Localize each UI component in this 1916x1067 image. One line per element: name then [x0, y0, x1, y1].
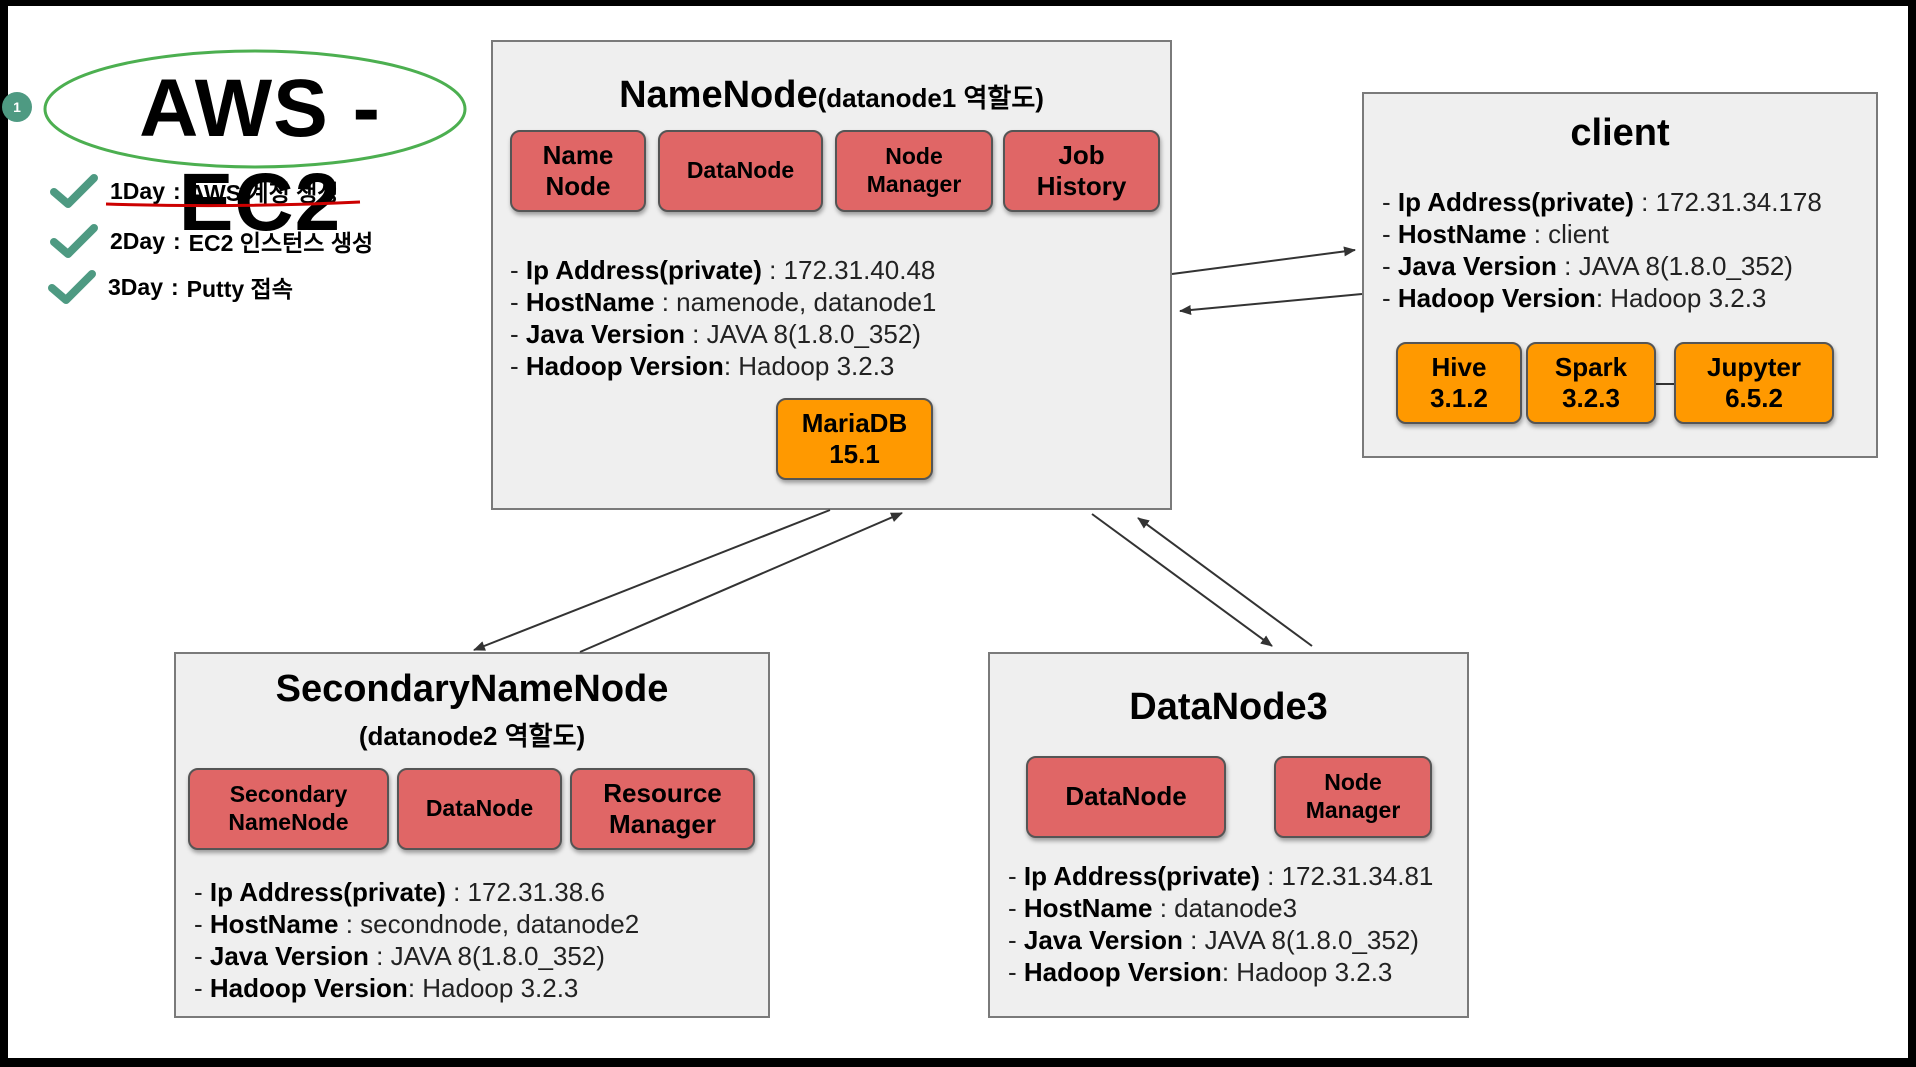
title-oval — [43, 49, 467, 169]
component-nodemanager: Node Manager — [1274, 756, 1432, 838]
namenode-info: - Ip Address(private) : 172.31.40.48 - H… — [510, 255, 937, 381]
secondary-title: SecondaryNameNode — [275, 668, 669, 710]
namenode-title: NameNode(datanode1 역할도) — [619, 74, 1044, 116]
client-title: client — [1570, 112, 1670, 154]
checklist-day: 3Day — [108, 273, 163, 300]
datanode3-info: - Ip Address(private) : 172.31.34.81 - H… — [1008, 861, 1434, 987]
component-namenode: Name Node — [510, 130, 646, 212]
checklist-text: EC2 인스턴스 생성 — [188, 230, 374, 256]
secondary-info: - Ip Address(private) : 172.31.38.6 - Ho… — [194, 877, 640, 1003]
client-box: client - Ip Address(private) : 172.31.34… — [1362, 92, 1878, 458]
component-datanode: DataNode — [658, 130, 823, 212]
checklist-text: Putty 접속 — [186, 276, 293, 302]
component-jobhistory: Job History — [1003, 130, 1160, 212]
checklist-day: 1Day — [110, 177, 165, 204]
component-nodemanager: Node Manager — [835, 130, 993, 212]
client-info: - Ip Address(private) : 172.31.34.178 - … — [1382, 187, 1822, 313]
component-secondary-namenode: Secondary NameNode — [188, 768, 389, 850]
checklist-item-2: 2Day:EC2 인스턴스 생성 — [50, 222, 373, 260]
check-icon — [50, 224, 98, 258]
namenode-box: NameNode(datanode1 역할도) Name Node DataNo… — [491, 40, 1172, 510]
checklist-underline — [105, 200, 361, 208]
step-badge: 1 — [2, 92, 32, 122]
component-resourcemanager: Resource Manager — [570, 768, 755, 850]
component-datanode: DataNode — [1026, 756, 1226, 838]
check-icon — [50, 174, 98, 208]
check-icon — [48, 270, 96, 304]
checklist-item-1: 1Day:AWS 계정 생성 — [50, 172, 338, 210]
secondary-namenode-box: SecondaryNameNode (datanode2 역할도) Second… — [174, 652, 770, 1018]
secondary-subtitle: (datanode2 역할도) — [358, 721, 586, 751]
checklist-day: 2Day — [110, 227, 165, 254]
datanode3-title: DataNode3 — [1129, 686, 1328, 728]
checklist-item-3: 3Day:Putty 접속 — [48, 268, 293, 306]
checklist-text: AWS 계정 생성 — [188, 180, 339, 206]
component-datanode: DataNode — [397, 768, 562, 850]
datanode3-box: DataNode3 DataNode Node Manager - Ip Add… — [988, 652, 1469, 1018]
